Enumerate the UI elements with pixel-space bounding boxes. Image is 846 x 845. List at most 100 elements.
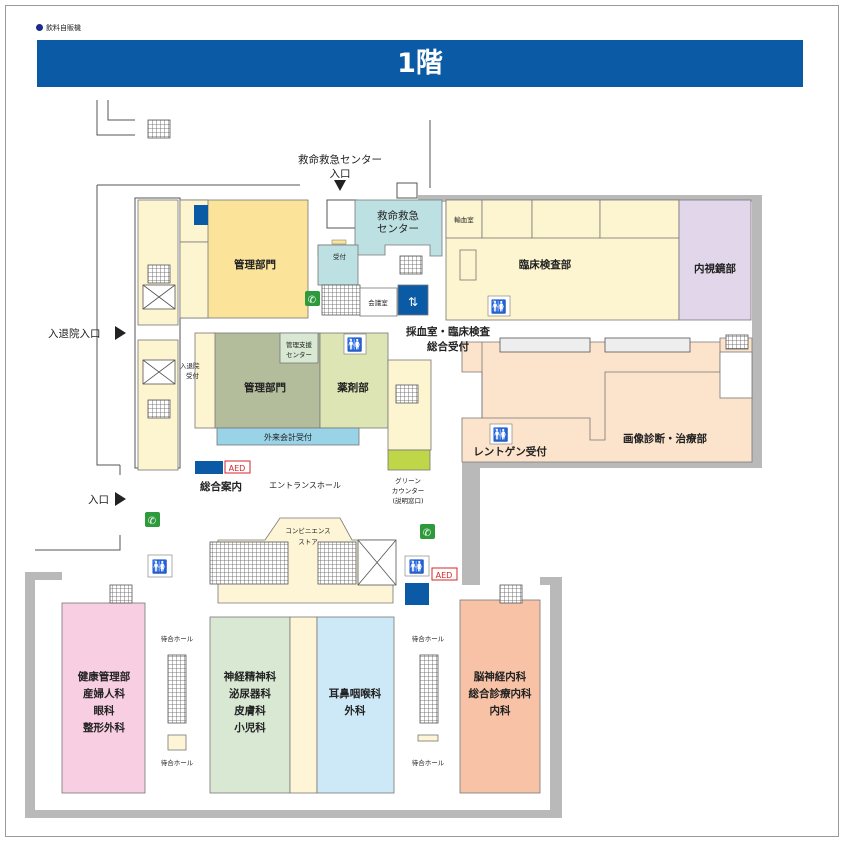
service-core [387, 359, 432, 451]
restroom-icon: 🚻 [343, 333, 367, 355]
health-1: 健康管理部 [78, 670, 131, 683]
room-admin1: 管理部門 [179, 199, 309, 319]
svg-text:✆: ✆ [148, 516, 156, 527]
transfusion-label: 輸血室 [454, 215, 474, 224]
arrow-right-icon [115, 492, 126, 506]
health-3: 眼科 [94, 704, 115, 717]
admin1-label: 管理部門 [234, 258, 276, 271]
legend: 飲料自販機 [36, 23, 81, 33]
emergency-label-2: センター [377, 223, 419, 235]
main-entrance-label: 入口 [88, 494, 109, 506]
green-counter-box [387, 449, 431, 471]
waiting-label-1b: 待合ホール [161, 758, 194, 767]
imaging-label: 画像診断・治療部 [623, 432, 707, 445]
emergency-grid [321, 284, 361, 316]
waiting-label-1a: 待合ホール [161, 634, 194, 643]
room-lab: 輸血室 臨床検査部 [445, 199, 680, 321]
green-counter-2: カウンター [392, 486, 425, 495]
svg-text:🚻: 🚻 [409, 559, 425, 575]
map-frame [5, 5, 839, 837]
arrow-right-icon [115, 326, 126, 340]
brain-1: 脳神経内科 [474, 670, 527, 683]
elevator-icon [405, 583, 429, 605]
xray-reception-label: レントゲン受付 [473, 445, 547, 458]
ent-2: 外科 [344, 704, 366, 717]
phone-icon: ✆ [420, 524, 435, 539]
elevator-shaft [142, 284, 176, 385]
meeting-room: 会議室 [359, 287, 398, 317]
admin-support-2: センター [286, 350, 312, 359]
admission-desk-2: 受付 [186, 371, 200, 380]
aed-label-2: AED [436, 571, 453, 580]
room-endoscopy: 内視鏡部 [678, 199, 752, 321]
arrow-down-icon [334, 180, 346, 191]
clinic-neuro: 神経精神科 泌尿器科 皮膚科 小児科 [209, 616, 291, 794]
restroom-icon: 🚻 [404, 555, 430, 577]
floor-title-banner: 1階 [37, 40, 803, 87]
svg-text:🚻: 🚻 [347, 337, 363, 353]
aed-label-1: AED [229, 464, 246, 473]
entrance-hall-label: エントランスホール [269, 481, 341, 490]
lab-label: 臨床検査部 [519, 258, 572, 271]
restroom-icon: 🚻 [487, 295, 511, 317]
clinic-health: 健康管理部 産婦人科 眼科 整形外科 [61, 602, 146, 794]
clinic-brain: 脳神経内科 総合診療内科 内科 [459, 599, 541, 794]
elevator-icon [397, 284, 429, 316]
info-desk [195, 461, 223, 474]
svg-text:✆: ✆ [308, 295, 316, 306]
neuro-4: 小児科 [233, 721, 266, 734]
clinic-ent: 耳鼻咽喉科 外科 [316, 616, 395, 794]
reception-label: 受付 [333, 252, 347, 261]
emergency-label-1: 救命救急 [377, 209, 419, 222]
phone-icon: ✆ [145, 512, 160, 527]
stairs-icon [147, 399, 171, 419]
convenience-store: コンビニエンス ストア [209, 517, 397, 604]
ent-1: 耳鼻咽喉科 [329, 687, 382, 700]
waiting-seats-2 [419, 654, 439, 724]
legend-vending-label: 飲料自販機 [46, 24, 81, 32]
info-label: 総合案内 [200, 480, 242, 493]
brain-3: 内科 [490, 704, 511, 717]
svg-text:🚻: 🚻 [493, 427, 509, 443]
store-label-2: ストア [298, 538, 318, 546]
svg-text:⇅: ⇅ [408, 295, 418, 309]
outer-walls [25, 195, 762, 818]
main-entrance: 入口 [88, 492, 126, 506]
room-cashier: 外来会計受付 [216, 427, 360, 446]
admin2-label: 管理部門 [244, 381, 286, 394]
blood-lab-label-2: 総合受付 [427, 340, 469, 353]
admission-entrance: 入退院入口 [48, 326, 126, 340]
neuro-3: 皮膚科 [233, 704, 266, 717]
room-imaging: 画像診断・治療部 レントゲン受付 [461, 337, 753, 463]
stairs-icon [147, 119, 171, 139]
svg-text:✆: ✆ [423, 528, 431, 539]
emergency-entrance-2: 入口 [330, 168, 351, 180]
floor-title: 1階 [397, 48, 443, 79]
restroom-icon: 🚻 [489, 423, 513, 445]
brain-2: 総合診療内科 [469, 687, 532, 700]
admin-support-1: 管理支援 [286, 340, 313, 349]
health-4: 整形外科 [82, 721, 125, 734]
blood-lab-label-1: 採血室・臨床検査 [406, 325, 490, 338]
svg-text:🚻: 🚻 [491, 299, 507, 315]
clinic-corridor [289, 616, 318, 794]
store-label-1: コンビニエンス [285, 526, 330, 535]
meeting-label: 会議室 [368, 298, 388, 307]
green-counter-1: グリーン [395, 476, 421, 485]
stairs-icon [399, 255, 423, 275]
emergency-entrance: 救命救急センター 入口 [298, 153, 382, 191]
admission-entrance-label: 入退院入口 [48, 327, 101, 340]
pharmacy-label: 薬剤部 [336, 381, 369, 394]
vending-machine-icon [36, 24, 43, 31]
neuro-1: 神経精神科 [224, 670, 277, 683]
waiting-label-2a: 待合ホール [412, 634, 445, 643]
stairs-icon [395, 384, 419, 404]
aed-badge: AED [224, 460, 251, 474]
cashier-label: 外来会計受付 [264, 432, 312, 442]
admission-desk-1: 入退院 [180, 361, 200, 370]
aed-badge: AED [431, 567, 458, 581]
svg-text:🚻: 🚻 [152, 559, 168, 575]
endoscopy-label: 内視鏡部 [694, 262, 736, 275]
phone-icon: ✆ [305, 291, 320, 306]
